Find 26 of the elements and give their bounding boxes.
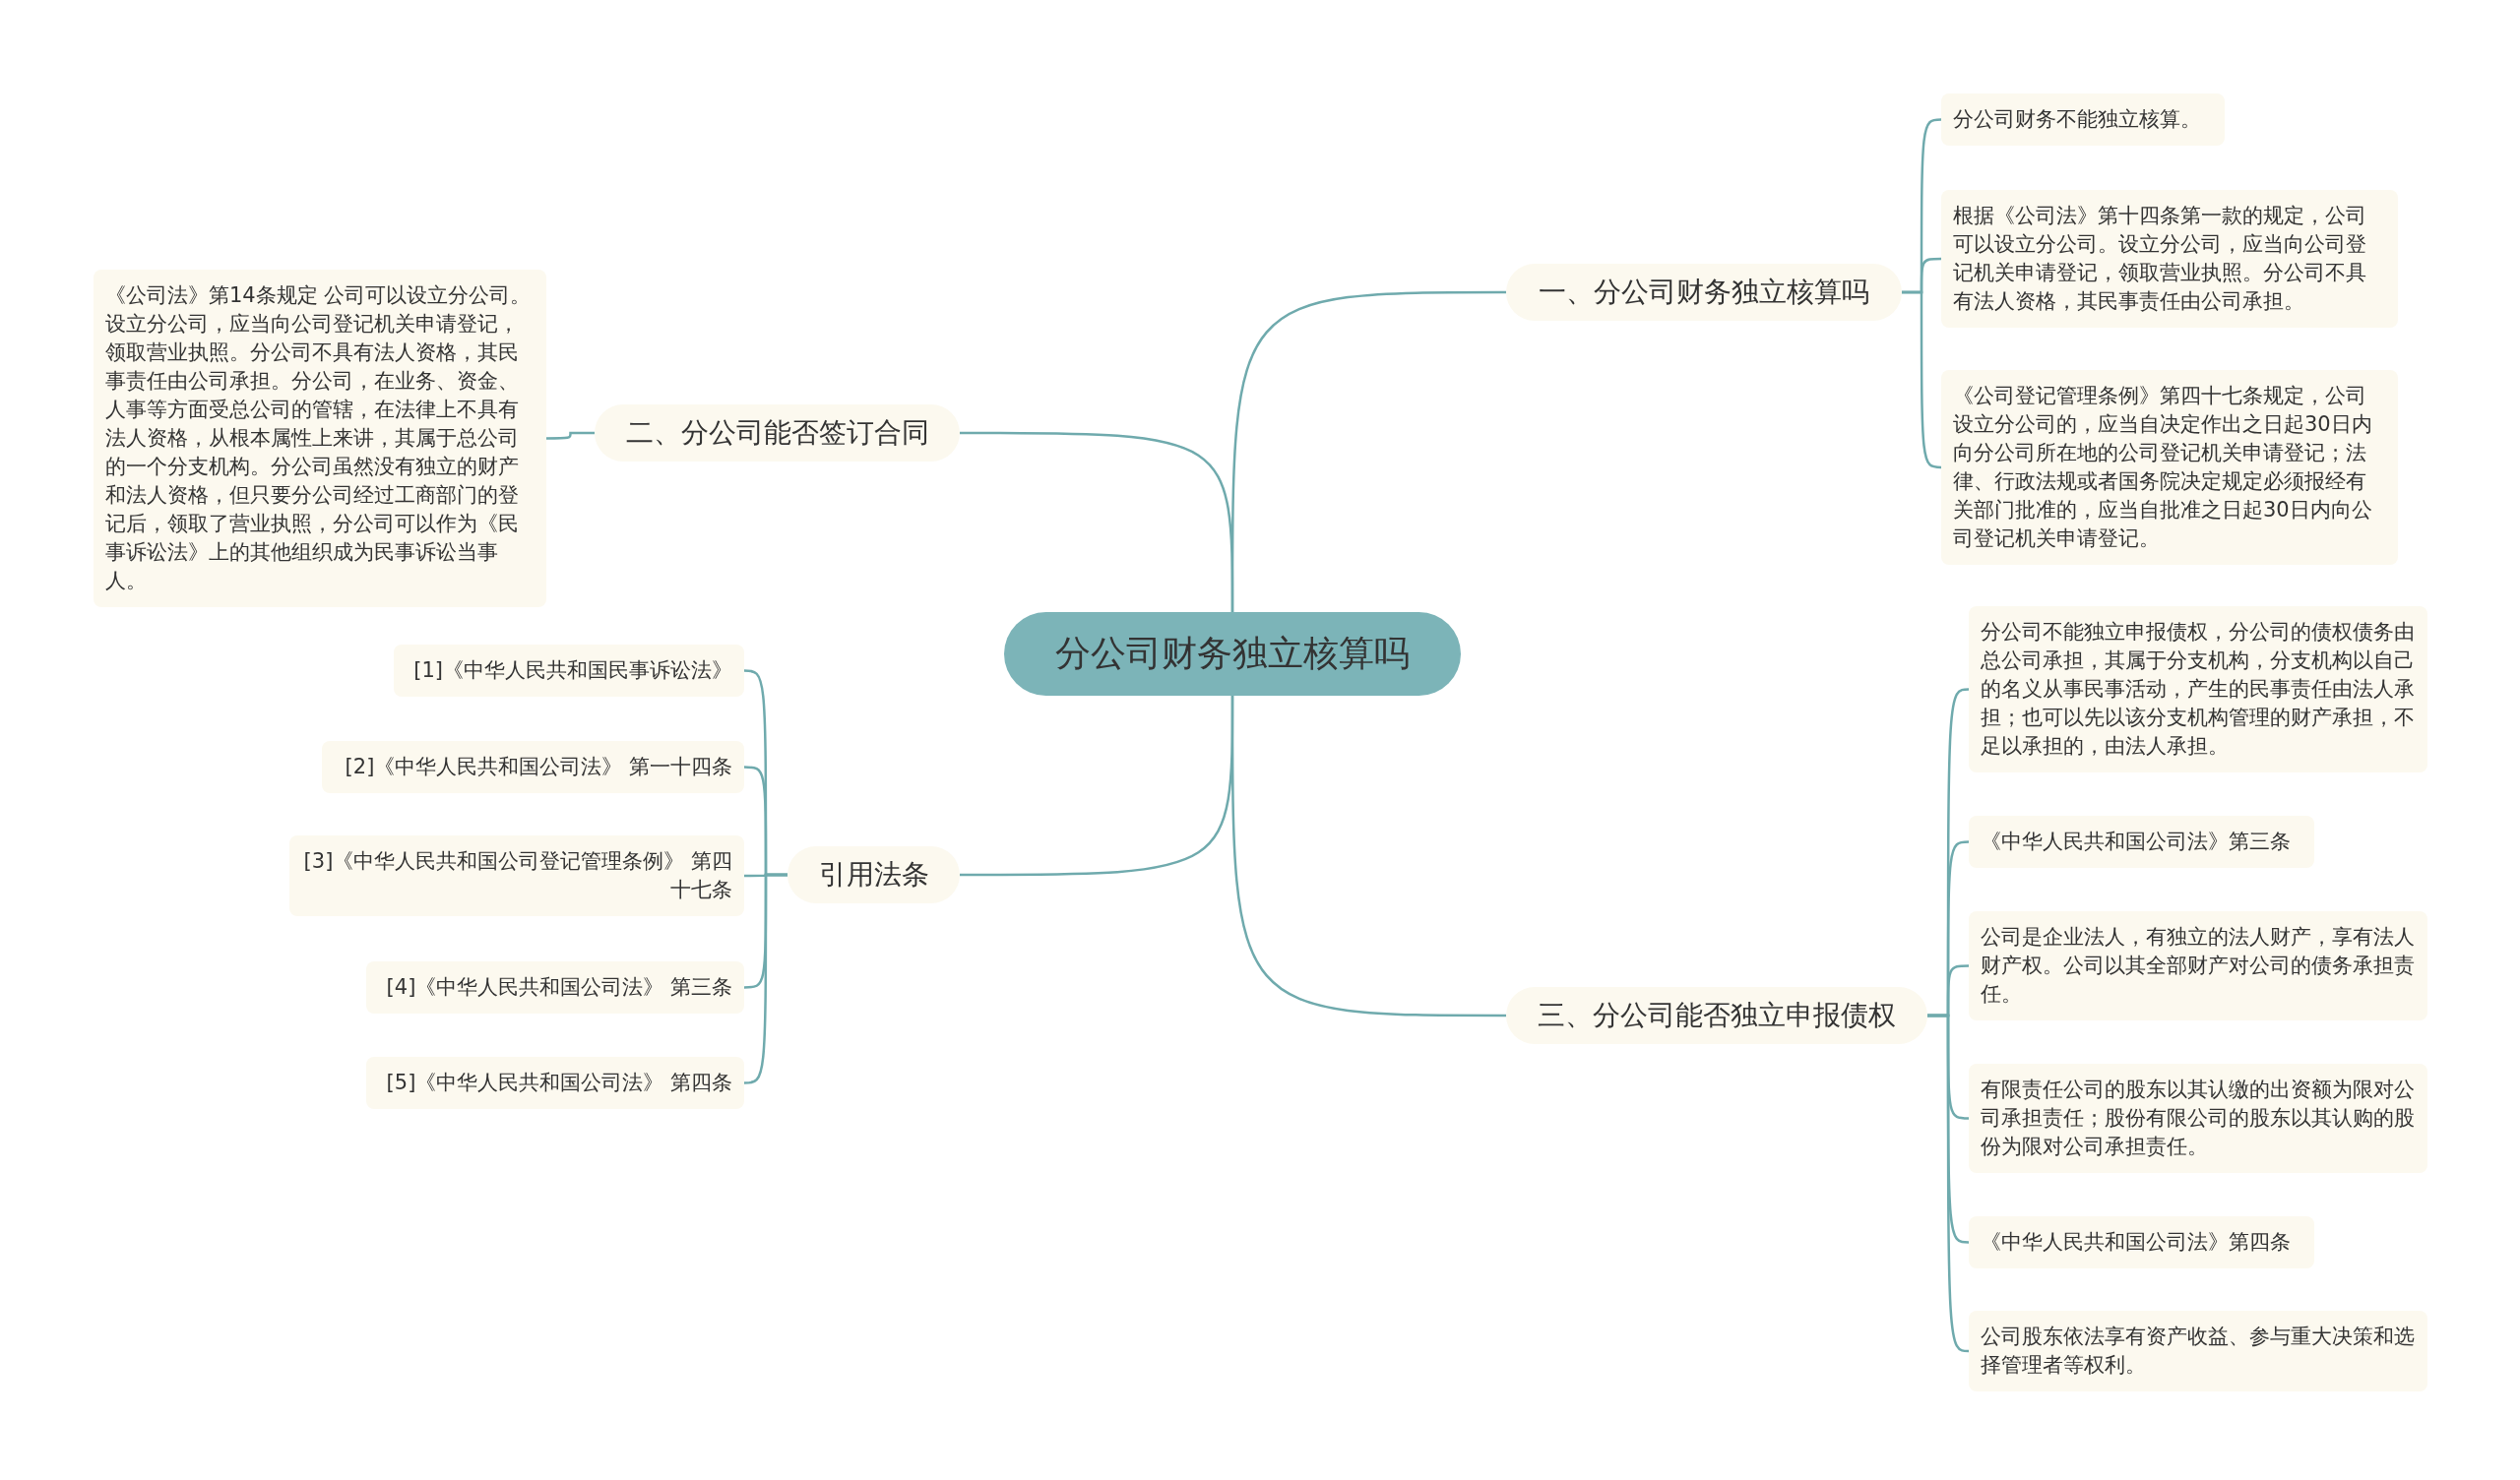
leaf-note: [4]《中华人民共和国公司法》 第三条 (366, 961, 744, 1014)
leaf-note: 公司股东依法享有资产收益、参与重大决策和选择管理者等权利。 (1969, 1311, 2427, 1391)
branch-topic: 一、分公司财务独立核算吗 (1506, 264, 1902, 321)
connector-line (1230, 696, 1506, 1018)
connector-line (743, 873, 788, 1084)
leaf-note: 《中华人民共和国公司法》第四条 (1969, 1216, 2314, 1268)
leaf-note: 《公司法》第14条规定 公司可以设立分公司。设立分公司，应当向公司登记机关申请登记，领取营业执照。分公司不具有法人资格，其民事责任由公司承担。分公司，在业务、资金、人事等方面受总公司的管辖，在法律上不具有法人资格，从根本属性上来讲，其属于总公司的一个分支机构。分公司虽然没有独立的财产和法人资格，但只要分公司经过工商部门的登记后，领取了营业执照，分公司可以作为《民事诉讼法》上的其他组织成为民事诉讼当事人。 (94, 270, 546, 607)
leaf-note: 有限责任公司的股东以其认缴的出资额为限对公司承担责任；股份有限公司的股东以其认购的股份为限对公司承担责任。 (1969, 1064, 2427, 1173)
leaf-note: 《公司登记管理条例》第四十七条规定，公司设立分公司的，应当自决定作出之日起30日内向分公司所在地的公司登记机关申请登记；法律、行政法规或者国务院决定规定必须报经有关部门批准的，应当自批准之日起30日内向公司登记机关申请登记。 (1941, 370, 2398, 565)
leaf-note: [5]《中华人民共和国公司法》 第四条 (366, 1057, 744, 1109)
leaf-note: 公司是企业法人，有独立的法人财产，享有法人财产权。公司以其全部财产对公司的债务承担责任。 (1969, 911, 2427, 1020)
connector-line (1927, 1014, 1970, 1353)
connector-line (1902, 290, 1942, 469)
leaf-note: 分公司财务不能独立核算。 (1941, 93, 2225, 146)
connector-line (546, 431, 595, 440)
leaf-note: 《中华人民共和国公司法》第三条 (1969, 816, 2314, 868)
connector-line (960, 431, 1234, 612)
leaf-note: [1]《中华人民共和国民事诉讼法》 (394, 645, 744, 697)
leaf-note: 分公司不能独立申报债权，分公司的债权债务由总公司承担，其属于分支机构，分支机构以自己的名义从事民事活动，产生的民事责任由法人承担；也可以先以该分支机构管理的财产承担，不足以承担的，由法人承担。 (1969, 606, 2427, 772)
leaf-note: [2]《中华人民共和国公司法》 第一十四条 (322, 741, 744, 793)
leaf-note: [3]《中华人民共和国公司登记管理条例》 第四十七条 (289, 835, 744, 916)
branch-topic: 引用法条 (788, 846, 960, 903)
leaf-note: 根据《公司法》第十四条第一款的规定，公司可以设立分公司。设立分公司，应当向公司登记机关申请登记，领取营业执照。分公司不具有法人资格，其民事责任由公司承担。 (1941, 190, 2398, 328)
branch-topic: 三、分公司能否独立申报债权 (1506, 987, 1927, 1044)
central-topic: 分公司财务独立核算吗 (1004, 612, 1461, 696)
branch-topic: 二、分公司能否签订合同 (595, 404, 960, 462)
